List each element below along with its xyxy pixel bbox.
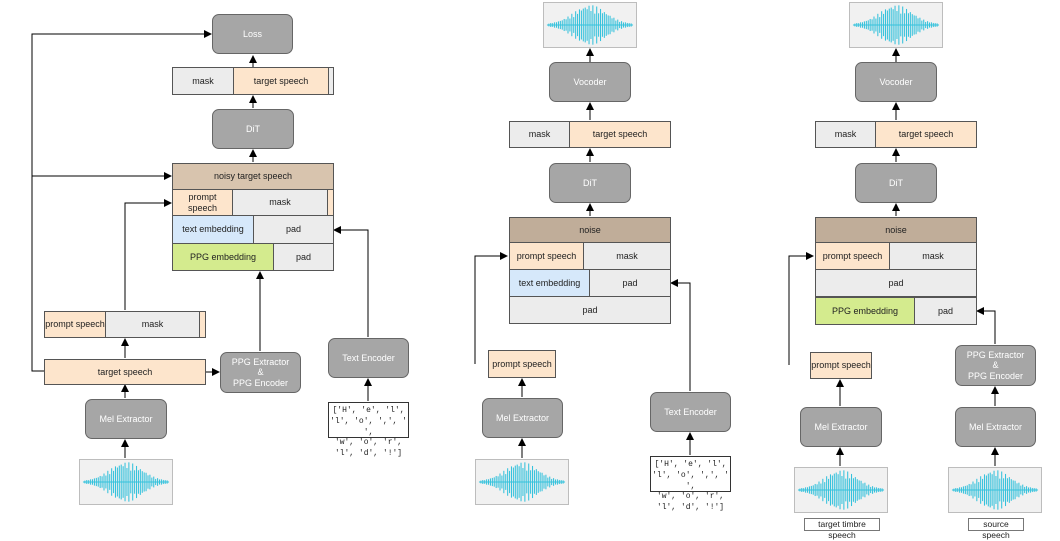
output-target-speech-block: target speech bbox=[233, 67, 329, 95]
ppg-embedding-block: PPG embedding bbox=[815, 297, 915, 325]
arrow-split-to-prompt bbox=[124, 199, 172, 310]
prompt-speech-block: prompt speech bbox=[172, 189, 233, 216]
output-tail-block bbox=[328, 67, 334, 95]
arrow-ppg-to-stack bbox=[976, 307, 996, 344]
mask-block: mask bbox=[889, 242, 977, 270]
text-embedding-block: text embedding bbox=[509, 269, 590, 297]
text-encoder-node: Text Encoder bbox=[328, 338, 409, 378]
waveform-icon bbox=[794, 467, 888, 513]
prompt-speech-block: prompt speech bbox=[509, 242, 584, 270]
waveform-icon bbox=[849, 2, 943, 48]
pad-block: pad bbox=[914, 297, 977, 325]
prompt-speech-block: prompt speech bbox=[815, 242, 890, 270]
mel-extractor-node: Mel Extractor bbox=[85, 399, 167, 439]
ppg-extractor-encoder-node: PPG Extractor & PPG Encoder bbox=[220, 352, 301, 393]
pad-block: pad bbox=[589, 269, 671, 297]
arrow-prompt-to-stack bbox=[788, 252, 814, 365]
mel-extractor-node: Mel Extractor bbox=[955, 407, 1036, 447]
loss-node: Loss bbox=[212, 14, 293, 54]
mel-extractor-node: Mel Extractor bbox=[482, 398, 563, 438]
noise-block: noise bbox=[815, 217, 977, 243]
prompt-tail-block bbox=[327, 189, 334, 216]
output-mask-block: mask bbox=[509, 121, 570, 148]
vocoder-node: Vocoder bbox=[855, 62, 937, 102]
pad-block: pad bbox=[253, 215, 334, 244]
arrow-textenc-to-stack bbox=[670, 279, 691, 391]
text-encoder-node: Text Encoder bbox=[650, 392, 731, 432]
ppg-embedding-block: PPG embedding bbox=[172, 243, 274, 271]
waveform-icon bbox=[79, 459, 173, 505]
pad-block: pad bbox=[273, 243, 334, 271]
vocoder-node: Vocoder bbox=[549, 62, 631, 102]
mask-block: mask bbox=[232, 189, 328, 216]
mel-extractor-node: Mel Extractor bbox=[800, 407, 882, 447]
character-sequence: ['H', 'e', 'l', 'l', 'o', ',', ' ', 'w',… bbox=[328, 402, 409, 458]
output-mask-block: mask bbox=[815, 121, 876, 148]
arrow-target-to-loss bbox=[31, 30, 212, 372]
prompt-speech-input: prompt speech bbox=[810, 352, 872, 379]
split-tail-block bbox=[199, 311, 206, 338]
waveform-icon bbox=[543, 2, 637, 48]
prompt-speech-block: prompt speech bbox=[44, 311, 106, 338]
output-target-speech-block: target speech bbox=[875, 121, 977, 148]
ppg-extractor-encoder-node: PPG Extractor & PPG Encoder bbox=[955, 345, 1036, 386]
character-sequence: ['H', 'e', 'l', 'l', 'o', ',', ' ', 'w',… bbox=[650, 456, 731, 512]
target-speech-block: target speech bbox=[44, 359, 206, 385]
mask-block: mask bbox=[105, 311, 200, 338]
waveform-icon bbox=[948, 467, 1042, 513]
dit-node: DiT bbox=[549, 163, 631, 203]
mask-block: mask bbox=[583, 242, 671, 270]
dit-node: DiT bbox=[212, 109, 294, 149]
output-mask-block: mask bbox=[172, 67, 234, 95]
noisy-target-speech-block: noisy target speech bbox=[172, 163, 334, 190]
caption-source-speech: source speech bbox=[968, 518, 1024, 540]
pad-block: pad bbox=[509, 296, 671, 324]
arrow-prompt-to-stack bbox=[474, 252, 508, 364]
pad-block: pad bbox=[815, 269, 977, 297]
caption-target-timbre: target timbre speech bbox=[804, 518, 880, 540]
arrow-textenc-to-stack bbox=[333, 226, 369, 337]
noise-block: noise bbox=[509, 217, 671, 243]
output-target-speech-block: target speech bbox=[569, 121, 671, 148]
waveform-icon bbox=[475, 459, 569, 505]
dit-node: DiT bbox=[855, 163, 937, 203]
text-embedding-block: text embedding bbox=[172, 215, 254, 244]
prompt-speech-input: prompt speech bbox=[488, 350, 556, 378]
